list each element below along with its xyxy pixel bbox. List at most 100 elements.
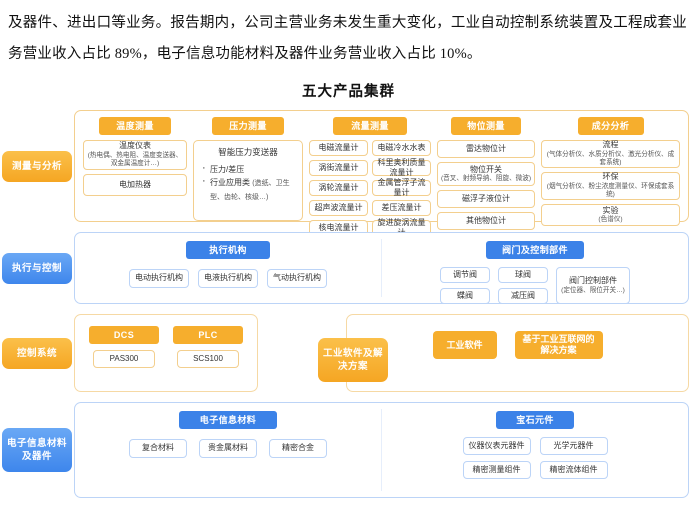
item-material[interactable]: 精密合金 (269, 439, 327, 458)
group-chip-plc[interactable]: PLC (173, 326, 243, 344)
group-chip-electronic-material[interactable]: 电子信息材料 (179, 411, 277, 429)
item-flow[interactable]: 超声波流量计 (309, 200, 368, 216)
row-measurement-analysis: 测量与分析 温度测量 温度仪表 (热电偶、热电阻、温度变送器、双金属温度计…) … (0, 106, 697, 237)
item-plc-product[interactable]: SCS100 (177, 350, 239, 368)
item-head: 流程 (602, 140, 619, 150)
group-electronic-material: 电子信息材料 复合材料 贵金属材料 精密合金 (75, 403, 381, 497)
item-level[interactable]: 其他物位计 (437, 212, 535, 230)
item-sub: (气体分析仪、水质分析仪、激光分析仪、成套系统) (546, 150, 675, 167)
item-head: 电加热器 (119, 179, 151, 189)
group-chip-gem[interactable]: 宝石元件 (496, 411, 574, 429)
row-pill-industrial-software: 工业软件及解决方案 (318, 338, 388, 382)
item-smart-pressure-transmitter[interactable]: 智能压力变送器 压力/差压 行业应用类 (造纸、卫生型、齿轮、核级…) (193, 140, 303, 221)
item-flow[interactable]: 电磁冷水水表 (372, 140, 431, 156)
item-material[interactable]: 贵金属材料 (199, 439, 257, 458)
row-electronic-materials: 电子信息材料及器件 电子信息材料 复合材料 贵金属材料 精密合金 宝石元件 (0, 400, 697, 500)
flow-column-right: 电磁冷水水表 科里奥利质量流量计 金属管浮子流量计 差压流量计 旋进旋涡流量计 (372, 140, 431, 237)
item-valve-control-component[interactable]: 阀门控制部件 (定位器、限位开关…) (556, 267, 630, 304)
item-level[interactable]: 磁浮子液位计 (437, 190, 535, 208)
panel-control-system: DCS PAS300 PLC SCS100 (74, 314, 258, 392)
item-environmental-analysis[interactable]: 环保 (烟气分析仪、粉尘浓度测量仪、环保成套系统) (541, 172, 680, 200)
panel-industrial-software: 工业软件 基于工业互联网的解决方案 (346, 314, 689, 392)
item-flow[interactable]: 电磁流量计 (309, 140, 368, 156)
item-actuator[interactable]: 电液执行机构 (198, 269, 258, 288)
item-level[interactable]: 雷达物位计 (437, 140, 535, 158)
group-valve: 阀门及控制部件 调节阀 蝶阀 球阀 减压阀 阀门控制部件 (定位器、限位开关…) (382, 233, 688, 304)
row-panel-measurement: 温度测量 温度仪表 (热电偶、热电阻、温度变送器、双金属温度计…) 电加热器 压… (74, 110, 689, 237)
card-title: 智能压力变送器 (218, 147, 278, 157)
item-head: 实验 (602, 205, 619, 215)
bullet-note: (造纸、卫生型、齿轮、核级…) (210, 180, 290, 201)
item-gem[interactable]: 仪器仪表元器件 (462, 437, 531, 455)
item-flow[interactable]: 科里奥利质量流量计 (372, 158, 431, 177)
group-chip-composition[interactable]: 成分分析 (577, 117, 644, 135)
item-material[interactable]: 复合材料 (129, 439, 187, 458)
group-chip-temperature[interactable]: 温度测量 (99, 117, 171, 135)
row-control-system: 控制系统 DCS PAS300 PLC SCS100 工业软件及解决方案 工业软… (0, 310, 697, 396)
row-actuation-control: 执行与控制 执行机构 电动执行机构 电液执行机构 气动执行机构 阀门及控制部件 (0, 230, 697, 306)
row-label-control-system: 控制系统 (0, 337, 74, 369)
item-head: 阀门控制部件 (569, 276, 617, 285)
item-valve[interactable]: 调节阀 (440, 267, 490, 283)
group-level: 物位测量 雷达物位计 物位开关 (音叉、射频导纳、阻旋、微波) 磁浮子液位计 (437, 117, 535, 230)
group-chip-level[interactable]: 物位测量 (451, 117, 521, 135)
item-temperature-instrument[interactable]: 温度仪表 (热电偶、热电阻、温度变送器、双金属温度计…) (83, 140, 187, 170)
divider (381, 239, 382, 297)
item-head: 磁浮子液位计 (462, 193, 510, 203)
group-dcs: DCS PAS300 (89, 326, 159, 368)
item-sub: (热电偶、热电阻、温度变送器、双金属温度计…) (87, 151, 183, 168)
row-label-measurement: 测量与分析 (0, 150, 74, 182)
product-cluster-diagram: 测量与分析 温度测量 温度仪表 (热电偶、热电阻、温度变送器、双金属温度计…) … (0, 106, 697, 508)
item-iiot-solution[interactable]: 基于工业互联网的解决方案 (514, 331, 603, 359)
bullet-industry-application: 行业应用类 (造纸、卫生型、齿轮、核级…) (202, 175, 296, 204)
item-valve[interactable]: 蝶阀 (440, 288, 490, 304)
item-sub: (烟气分析仪、粉尘浓度测量仪、环保成套系统) (546, 182, 675, 199)
item-head: 雷达物位计 (466, 143, 506, 153)
divider (381, 409, 382, 491)
item-lab-analysis[interactable]: 实验 (色谱仪) (541, 204, 680, 226)
item-process-analysis[interactable]: 流程 (气体分析仪、水质分析仪、激光分析仪、成套系统) (541, 140, 680, 168)
group-chip-dcs[interactable]: DCS (89, 326, 159, 344)
item-head: 温度仪表 (119, 141, 151, 151)
group-chip-pressure[interactable]: 压力测量 (212, 117, 284, 135)
item-electric-heater[interactable]: 电加热器 (83, 174, 187, 196)
row-pill-control-system: 控制系统 (2, 337, 72, 369)
item-dcs-product[interactable]: PAS300 (93, 350, 155, 368)
item-gem[interactable]: 光学元器件 (539, 437, 608, 455)
item-industrial-software[interactable]: 工业软件 (432, 331, 497, 359)
bullet-text: 压力/差压 (210, 165, 245, 174)
group-composition: 成分分析 流程 (气体分析仪、水质分析仪、激光分析仪、成套系统) 环保 (烟气分… (541, 117, 680, 226)
item-level-switch[interactable]: 物位开关 (音叉、射频导纳、阻旋、微波) (437, 162, 535, 186)
flow-column-left: 电磁流量计 涡街流量计 涡轮流量计 超声波流量计 核电流量计 (309, 140, 368, 236)
group-flow: 流量测量 电磁流量计 涡街流量计 涡轮流量计 超声波流量计 核电流量计 电磁冷水… (309, 117, 431, 237)
bullet-pressure-diff: 压力/差压 (202, 162, 296, 176)
row-label-actuation: 执行与控制 (0, 252, 74, 284)
item-sub: (音叉、射频导纳、阻旋、微波) (440, 175, 532, 182)
row-pill-electronic-materials: 电子信息材料及器件 (2, 428, 72, 472)
item-head: 环保 (602, 172, 619, 182)
item-flow[interactable]: 涡街流量计 (309, 160, 368, 176)
item-gem[interactable]: 精密流体组件 (539, 461, 608, 479)
item-actuator[interactable]: 气动执行机构 (267, 269, 327, 288)
row-label-electronic-materials: 电子信息材料及器件 (0, 428, 74, 472)
group-chip-flow[interactable]: 流量测量 (333, 117, 407, 135)
group-chip-valve[interactable]: 阀门及控制部件 (486, 241, 584, 259)
item-head: 其他物位计 (466, 215, 506, 225)
group-temperature: 温度测量 温度仪表 (热电偶、热电阻、温度变送器、双金属温度计…) 电加热器 (83, 117, 187, 221)
item-valve[interactable]: 减压阀 (498, 288, 548, 304)
row-panel-electronic-materials: 电子信息材料 复合材料 贵金属材料 精密合金 宝石元件 仪器仪表元器件 精密测量… (74, 402, 689, 498)
group-actuator: 执行机构 电动执行机构 电液执行机构 气动执行机构 (75, 233, 381, 303)
row-pill-actuation: 执行与控制 (2, 252, 72, 284)
item-valve[interactable]: 球阀 (498, 267, 548, 283)
item-flow[interactable]: 差压流量计 (372, 200, 431, 216)
row-pill-measurement: 测量与分析 (2, 150, 72, 182)
bullet-text: 行业应用类 (210, 178, 250, 187)
item-flow[interactable]: 涡轮流量计 (309, 180, 368, 196)
report-paragraph: 及器件、进出口等业务。报告期内，公司主营业务未发生重大变化，工业自动控制系统装置… (8, 15, 687, 62)
item-head: 物位开关 (470, 164, 502, 174)
item-flow[interactable]: 金属管浮子流量计 (372, 178, 431, 197)
item-actuator[interactable]: 电动执行机构 (129, 269, 189, 288)
figure-title: 五大产品集群 (302, 84, 395, 100)
group-chip-actuator[interactable]: 执行机构 (186, 241, 270, 259)
item-gem[interactable]: 精密测量组件 (462, 461, 531, 479)
